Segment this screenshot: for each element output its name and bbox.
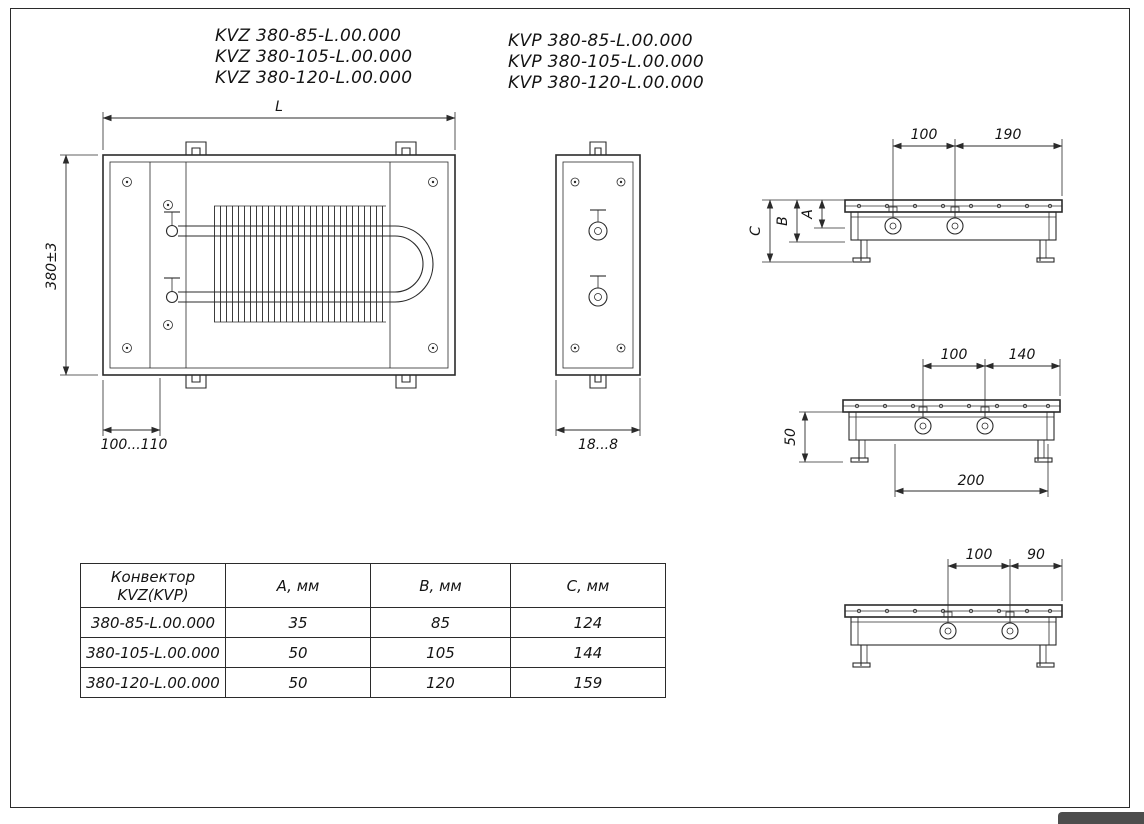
cell-model: 380-85-L.00.000	[80, 607, 226, 638]
dim-label-L: L	[275, 99, 283, 115]
title-kvp-1: KVP 380-85-L.00.000	[508, 31, 693, 51]
dim-label-380: 380±3	[44, 242, 60, 289]
title-kvz-2: KVZ 380-105-L.00.000	[215, 47, 413, 67]
dim-label-140: 140	[1009, 347, 1036, 363]
table-row: 380-120-L.00.000 50 120 159	[80, 667, 666, 698]
col-header-model: Конвектор KVZ(KVP)	[80, 563, 226, 608]
end-mounting-tabs	[589, 141, 607, 389]
cell-model: 380-120-L.00.000	[80, 667, 226, 698]
elevation-mid-view	[842, 399, 1061, 463]
dim-label-A: A	[800, 209, 816, 220]
col-header-a: A, мм	[225, 563, 371, 608]
plan-valve-bottom	[164, 277, 180, 304]
title-kvp-2: KVP 380-105-L.00.000	[508, 52, 704, 72]
dim-label-B: B	[775, 216, 791, 226]
title-kvz-1: KVZ 380-85-L.00.000	[215, 26, 402, 46]
dim-label-offset: 100...110	[101, 437, 168, 453]
table-header-row: Конвектор KVZ(KVP) A, мм B, мм C, мм	[80, 563, 666, 608]
end-valve-top	[588, 209, 608, 241]
dim-label-90: 90	[1027, 547, 1045, 563]
dim-label-C: C	[748, 226, 764, 236]
cell-b: 120	[370, 667, 511, 698]
cell-a: 50	[225, 667, 371, 698]
elevation-bottom-dims: 100 90	[947, 547, 1063, 621]
col-header-model-line1: Конвектор	[110, 567, 196, 586]
cell-c: 144	[510, 637, 666, 668]
cell-model: 380-105-L.00.000	[80, 637, 226, 668]
cell-c: 159	[510, 667, 666, 698]
title-kvp-3: KVP 380-120-L.00.000	[508, 73, 704, 93]
dim-label-190: 190	[995, 127, 1022, 143]
plan-valve-top	[164, 211, 180, 238]
plan-mounting-tabs	[185, 141, 417, 389]
dim-label-50: 50	[783, 428, 799, 446]
dim-label-depth: 18...8	[578, 437, 618, 453]
fin-pack	[214, 206, 386, 322]
dim-label-100-mid: 100	[941, 347, 968, 363]
elevation-top-dims: 100 190 A B C	[748, 127, 1063, 263]
elevation-mid-dims: 100 140 50 200	[783, 347, 1061, 497]
end-view	[555, 141, 641, 389]
cell-a: 50	[225, 637, 371, 668]
title-block-kvz: KVZ 380-85-L.00.000 KVZ 380-105-L.00.000…	[215, 26, 412, 89]
dim-label-200: 200	[958, 473, 985, 489]
plan-screws	[122, 177, 438, 353]
plan-dim-offset: 100...110	[101, 378, 168, 453]
cell-a: 35	[225, 607, 371, 638]
title-block-kvp: KVP 380-85-L.00.000 KVP 380-105-L.00.000…	[508, 31, 704, 94]
plan-view	[102, 141, 456, 389]
cell-b: 85	[370, 607, 511, 638]
end-screws	[570, 177, 626, 353]
col-header-b: B, мм	[370, 563, 511, 608]
corner-badge	[1058, 812, 1144, 824]
title-kvz-3: KVZ 380-120-L.00.000	[215, 68, 413, 88]
end-valve-bottom	[588, 275, 608, 307]
cell-b: 105	[370, 637, 511, 668]
plan-dim-width: 380±3	[44, 154, 98, 376]
col-header-c: C, мм	[510, 563, 666, 608]
col-header-model-line2: KVZ(KVP)	[117, 585, 189, 604]
dim-label-100-top: 100	[911, 127, 938, 143]
dim-label-100-bottom: 100	[966, 547, 993, 563]
elevation-top-view	[844, 199, 1063, 263]
elevation-bottom-view	[844, 604, 1063, 668]
spec-table: Конвектор KVZ(KVP) A, мм B, мм C, мм 380…	[80, 563, 666, 698]
table-row: 380-105-L.00.000 50 105 144	[80, 637, 666, 668]
table-row: 380-85-L.00.000 35 85 124	[80, 607, 666, 638]
end-dim-depth: 18...8	[555, 378, 641, 453]
drawing-frame	[10, 8, 1130, 808]
cell-c: 124	[510, 607, 666, 638]
plan-dim-length: L	[102, 99, 456, 150]
